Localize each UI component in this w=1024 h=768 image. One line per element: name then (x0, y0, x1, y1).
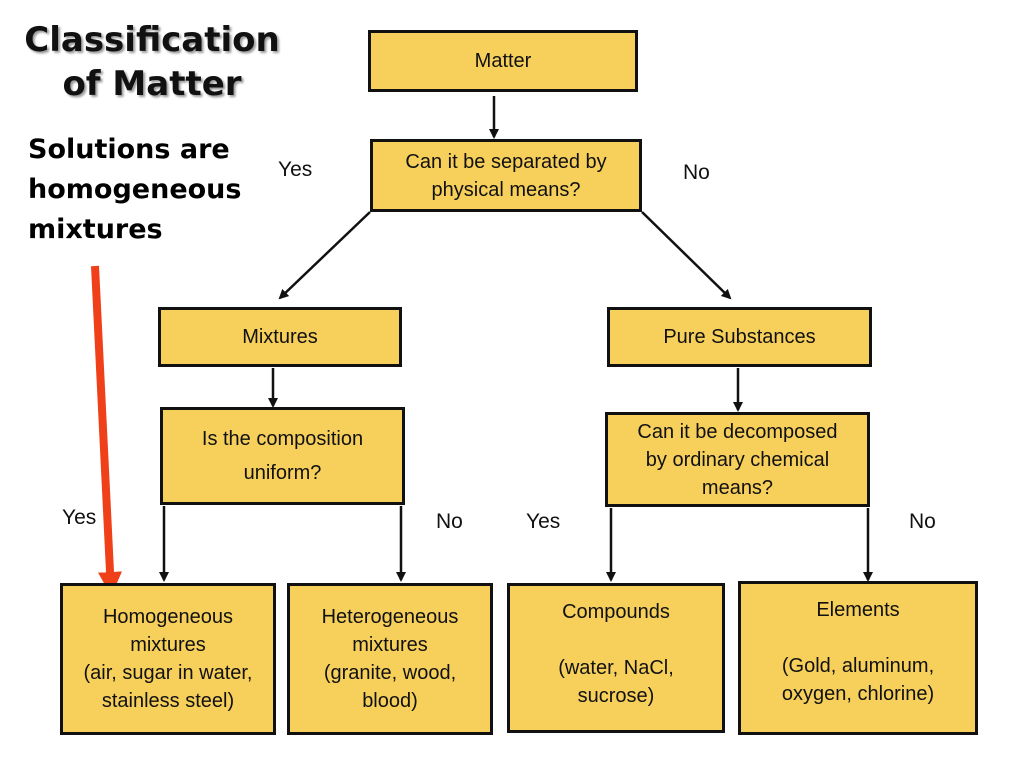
node-homogeneous-mixtures: Homogeneous mixtures (air, sugar in wate… (60, 583, 276, 735)
node-decompose-question: Can it be decomposed by ordinary chemica… (605, 412, 870, 507)
highlight-arrow (91, 265, 123, 596)
node-mixtures: Mixtures (158, 307, 402, 367)
arrow-question-to-pure (641, 211, 732, 300)
slide-title: Classification of Matter (24, 20, 280, 104)
node-separable-question: Can it be separated by physical means? (370, 139, 642, 212)
node-heterogeneous-mixtures: Heterogeneous mixtures (granite, wood, b… (287, 583, 493, 735)
node-elements: Elements (Gold, aluminum, oxygen, chlori… (738, 581, 978, 735)
node-compounds: Compounds (water, NaCl, sucrose) (507, 583, 725, 733)
node-pure-substances: Pure Substances (607, 307, 872, 367)
label-separable-no: No (683, 161, 710, 184)
label-decompose-yes: Yes (526, 510, 561, 533)
label-uniform-yes: Yes (62, 506, 97, 529)
solutions-note: Solutions are homogeneous mixtures (28, 134, 242, 245)
node-matter: Matter (368, 30, 638, 92)
label-decompose-no: No (909, 510, 936, 533)
label-uniform-no: No (436, 510, 463, 533)
arrow-question-to-mixtures (278, 211, 371, 300)
node-uniform-question: Is the composition uniform? (160, 407, 405, 505)
label-separable-yes: Yes (278, 158, 313, 181)
